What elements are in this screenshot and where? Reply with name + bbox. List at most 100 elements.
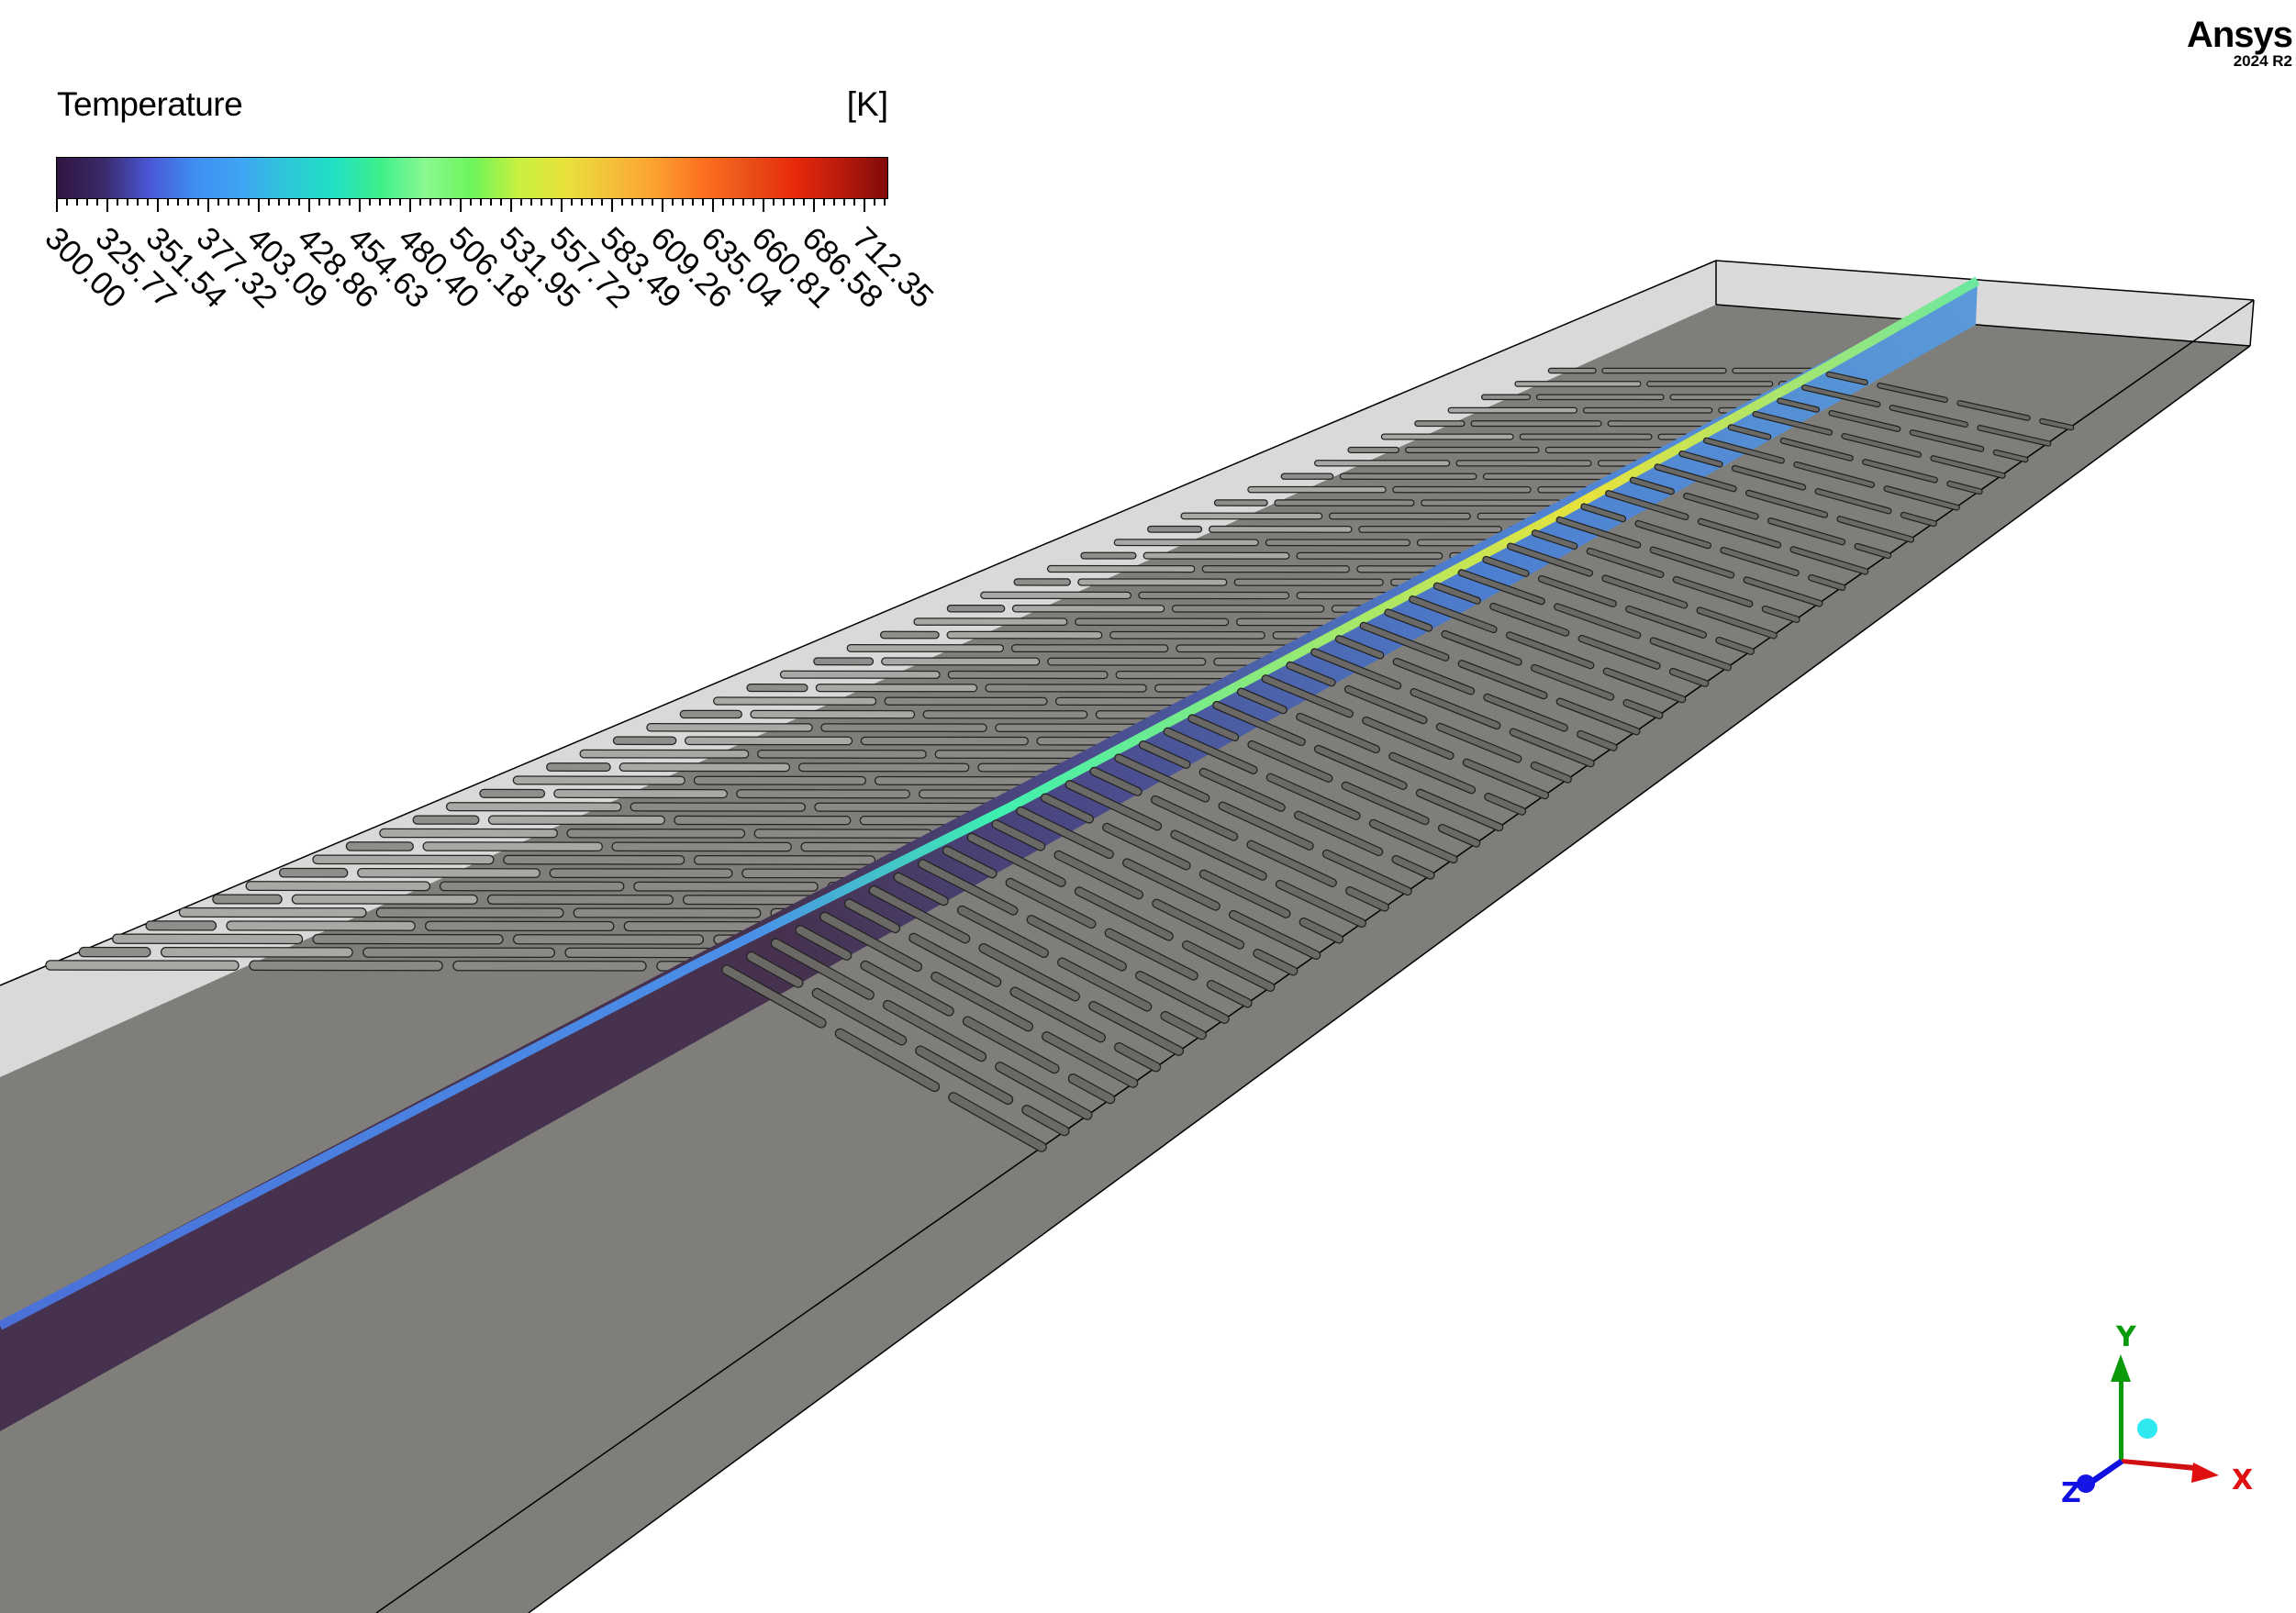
colorbar-tick	[601, 199, 603, 206]
colorbar-tick	[742, 199, 744, 206]
colorbar-tick	[803, 199, 805, 206]
colorbar-tick	[409, 199, 411, 212]
colorbar-tick	[76, 199, 78, 206]
colorbar-tick	[318, 199, 320, 206]
perforated-plate-right	[721, 371, 2075, 1152]
colorbar-tick	[864, 199, 865, 212]
colorbar-tick	[329, 199, 330, 206]
colorbar-tick	[672, 199, 674, 206]
colorbar-tick	[500, 199, 502, 206]
axis-triad[interactable]: Y X Z	[2037, 1303, 2257, 1523]
colorbar-tick	[722, 199, 724, 206]
colorbar-tick	[641, 199, 643, 206]
colorbar-tick	[379, 199, 381, 206]
x-axis-arrow-icon	[2122, 1459, 2219, 1483]
colorbar-tick	[238, 199, 240, 206]
colorbar-tick	[147, 199, 149, 206]
colorbar-tick	[692, 199, 694, 206]
rotation-pivot-icon	[2137, 1418, 2157, 1439]
colorbar-tick	[843, 199, 845, 206]
colorbar-tick	[429, 199, 431, 206]
colorbar-tick	[137, 199, 139, 206]
colorbar-tick	[783, 199, 785, 206]
colorbar-tick	[541, 199, 542, 206]
colorbar-tick	[450, 199, 451, 206]
colorbar-tick	[197, 199, 199, 206]
colorbar-tick	[611, 199, 613, 212]
colorbar-tick	[248, 199, 250, 206]
y-axis-arrow-icon	[2111, 1354, 2131, 1461]
colorbar-tick	[298, 199, 300, 206]
colorbar-tick	[470, 199, 472, 206]
colorbar-tick	[419, 199, 421, 206]
colorbar-tick	[157, 199, 159, 212]
colorbar-tick	[884, 199, 886, 206]
colorbar-tick	[359, 199, 361, 212]
colorbar-tick	[773, 199, 775, 206]
colorbar-tick	[571, 199, 573, 206]
colorbar-tick	[339, 199, 340, 206]
colorbar-tick	[399, 199, 401, 206]
legend-unit: [K]	[846, 85, 888, 123]
colorbar-tick	[621, 199, 623, 206]
colorbar-tick	[389, 199, 391, 206]
colorbar-tick	[813, 199, 815, 212]
colorbar-tick	[480, 199, 482, 206]
colorbar-tick	[56, 199, 58, 212]
colorbar-tick	[440, 199, 441, 206]
colorbar-tick	[631, 199, 633, 206]
colorbar-tick	[702, 199, 704, 206]
colorbar-tick	[217, 199, 219, 206]
colorbar-tick	[732, 199, 734, 206]
temperature-contour-plume[interactable]	[0, 281, 1978, 1431]
colorbar-tick	[349, 199, 351, 206]
colorbar-tick	[460, 199, 462, 212]
y-axis-label: Y	[2116, 1321, 2136, 1353]
colorbar-tick	[187, 199, 189, 206]
z-axis-arrow-icon	[2077, 1459, 2123, 1493]
colorbar-tick	[581, 199, 583, 206]
colorbar-tick	[86, 199, 88, 206]
colorbar-tick	[167, 199, 169, 206]
colorbar-tick	[763, 199, 764, 212]
colorbar-tick	[793, 199, 795, 206]
colorbar-tick	[96, 199, 98, 206]
colorbar-tick	[833, 199, 835, 206]
colorbar-tick	[207, 199, 209, 212]
colorbar-tick	[823, 199, 825, 206]
ansys-logo: Ansys 2024 R2	[2186, 15, 2293, 70]
z-axis-label: Z	[2061, 1477, 2081, 1509]
colorbar-tick	[662, 199, 663, 212]
colorbar-tick	[652, 199, 653, 206]
logo-version: 2024 R2	[2233, 52, 2292, 70]
colorbar-tick	[561, 199, 563, 212]
colorbar-tick	[682, 199, 684, 206]
colorbar	[56, 157, 888, 199]
colorbar-tick	[106, 199, 108, 212]
colorbar-tick	[258, 199, 260, 212]
colorbar-tick	[712, 199, 714, 212]
colorbar-tick	[117, 199, 118, 206]
colorbar-tick	[591, 199, 593, 206]
colorbar-tick	[278, 199, 280, 206]
logo-product: Ansys	[2186, 15, 2293, 55]
colorbar-tick	[177, 199, 179, 206]
colorbar-tick	[228, 199, 229, 206]
colorbar-tick	[490, 199, 492, 206]
colorbar-tick	[520, 199, 522, 206]
colorbar-tick	[288, 199, 290, 206]
x-axis-label: X	[2232, 1464, 2254, 1496]
floor	[0, 305, 2250, 1613]
colorbar-tick	[551, 199, 552, 206]
colorbar-tick	[268, 199, 270, 206]
colorbar-tick	[308, 199, 310, 212]
colorbar-ticks	[56, 199, 888, 214]
plume-hot-edge	[0, 276, 1980, 1330]
legend-title: Temperature	[57, 85, 243, 123]
colorbar-tick	[510, 199, 512, 212]
colorbar-tick	[127, 199, 128, 206]
colorbar-tick	[530, 199, 532, 206]
colorbar-tick	[853, 199, 855, 206]
